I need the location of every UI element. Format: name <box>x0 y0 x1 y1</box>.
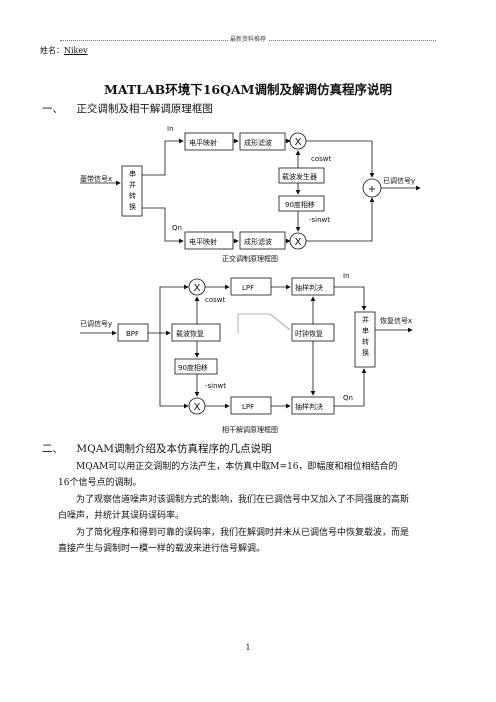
paragraph-1-cont: 16个信号点的调制。 <box>58 478 142 488</box>
demod-shift90: 90度相移 <box>178 363 208 372</box>
paragraph-1: MQAM可以用正交调制的方法产生，本仿真中取M=16，即幅度和相位相结合的 <box>76 462 398 472</box>
document-title: MATLAB环境下16QAM调制及解调仿真程序说明 <box>103 82 393 97</box>
mod-shaping-i: 成形滤波 <box>244 138 272 147</box>
section-1-heading: 一、 正交调制及相干解调原理框图 <box>42 103 213 115</box>
demod-qn-label: Qn <box>343 394 353 402</box>
demod-carrier-rec: 载波恢复 <box>176 329 204 338</box>
mod-qn-label: Qn <box>172 224 182 232</box>
paragraph-2-cont: 白噪声，并统计其误码误码率。 <box>58 511 185 521</box>
section-2-heading: 二、 MQAM调制介绍及本仿真程序的几点说明 <box>42 443 272 455</box>
demod-sin-label: -sinwt <box>205 382 226 390</box>
svg-text:X: X <box>194 283 201 294</box>
demod-cos-label: coswt <box>205 296 226 304</box>
svg-text:转: 转 <box>362 337 369 346</box>
paragraph-3-cont: 直接产生与调制时一模一样的载波来进行信号解调。 <box>58 544 266 554</box>
header-text: 最新资料推荐 <box>227 36 268 43</box>
svg-text:并: 并 <box>129 180 136 189</box>
demod-lpf-q: LPF <box>242 403 254 411</box>
svg-text:并: 并 <box>362 315 369 324</box>
mod-sin-label: -sinwt <box>309 216 330 224</box>
mod-carrier-gen: 载波发生器 <box>282 172 317 181</box>
demod-clock: 时钟恢复 <box>295 329 323 338</box>
mod-shaping-q: 成形滤波 <box>244 237 272 246</box>
demod-in-label: In <box>343 272 350 280</box>
mod-output-label: 已调信号y <box>383 176 415 185</box>
author-line: 姓名：Nikev <box>40 45 88 56</box>
svg-text:+: + <box>368 184 376 195</box>
demod-output-label: 恢复信号x <box>380 316 412 325</box>
svg-text:X: X <box>194 402 201 413</box>
mod-shift90: 90度相移 <box>285 200 315 209</box>
demod-sample-i: 抽样判决 <box>295 283 323 292</box>
svg-text:转: 转 <box>129 191 136 200</box>
mod-level-map-q: 电平映射 <box>189 237 217 246</box>
mod-level-map-i: 电平映射 <box>189 138 217 147</box>
mod-caption: 正交调制原理框图 <box>222 254 278 263</box>
svg-text:串: 串 <box>362 327 369 335</box>
svg-text:串: 串 <box>129 170 136 178</box>
svg-text:换: 换 <box>129 202 136 211</box>
demod-lpf-i: LPF <box>242 284 254 292</box>
demod-input-label: 已调信号y <box>80 319 112 328</box>
paragraph-3: 为了简化程序和得到可靠的误码率，我们在解调时并未从已调信号中恢复载波，而是 <box>76 528 410 538</box>
mod-input-label: 基带信号x <box>80 174 112 183</box>
demod-bpf: BPF <box>126 330 139 338</box>
paragraph-2: 为了观察信道噪声对该调制方式的影响，我们在已调信号中又加入了不同强度的高斯 <box>76 495 410 505</box>
svg-text:X: X <box>295 137 302 148</box>
demod-caption: 相干解调原理框图 <box>222 425 278 434</box>
mod-in-label: In <box>167 125 174 133</box>
author-name: Nikev <box>64 46 88 55</box>
page-number: 1 <box>245 643 251 652</box>
svg-text:换: 换 <box>362 348 369 357</box>
svg-text:X: X <box>295 237 302 248</box>
author-label: 姓名： <box>40 46 64 55</box>
mod-cos-label: coswt <box>311 155 332 163</box>
demod-sample-q: 抽样判决 <box>295 402 323 411</box>
